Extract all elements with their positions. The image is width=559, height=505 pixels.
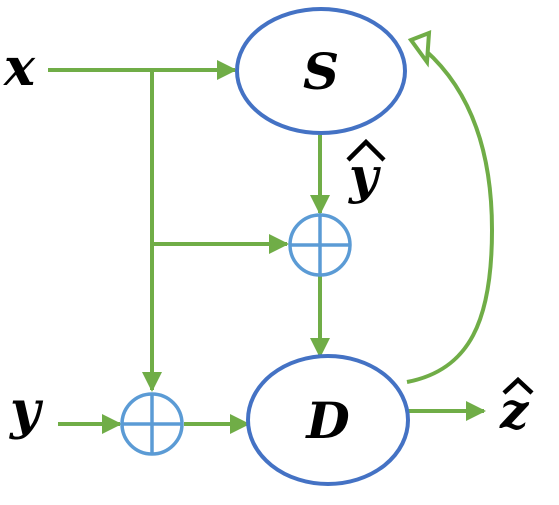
node-s-label: S [303, 42, 339, 101]
sum-node-top [288, 213, 352, 277]
node-s: S [235, 7, 407, 135]
node-d-shape [246, 354, 410, 486]
feedback-arrowhead [407, 29, 432, 68]
sum-node-bottom [120, 392, 184, 456]
wires [48, 29, 495, 434]
node-d: D [246, 354, 410, 486]
signal-z-hat-accent [502, 376, 534, 395]
input-y-label: y [9, 380, 44, 441]
input-x-label: x [3, 37, 36, 98]
signal-y-hat: y [346, 138, 386, 205]
node-d-label: D [304, 391, 349, 450]
wire-feedback-d-to-s [406, 48, 495, 384]
node-s-shape [235, 7, 407, 135]
signal-z-hat: z [499, 376, 534, 440]
signal-y-hat-accent [346, 138, 386, 162]
